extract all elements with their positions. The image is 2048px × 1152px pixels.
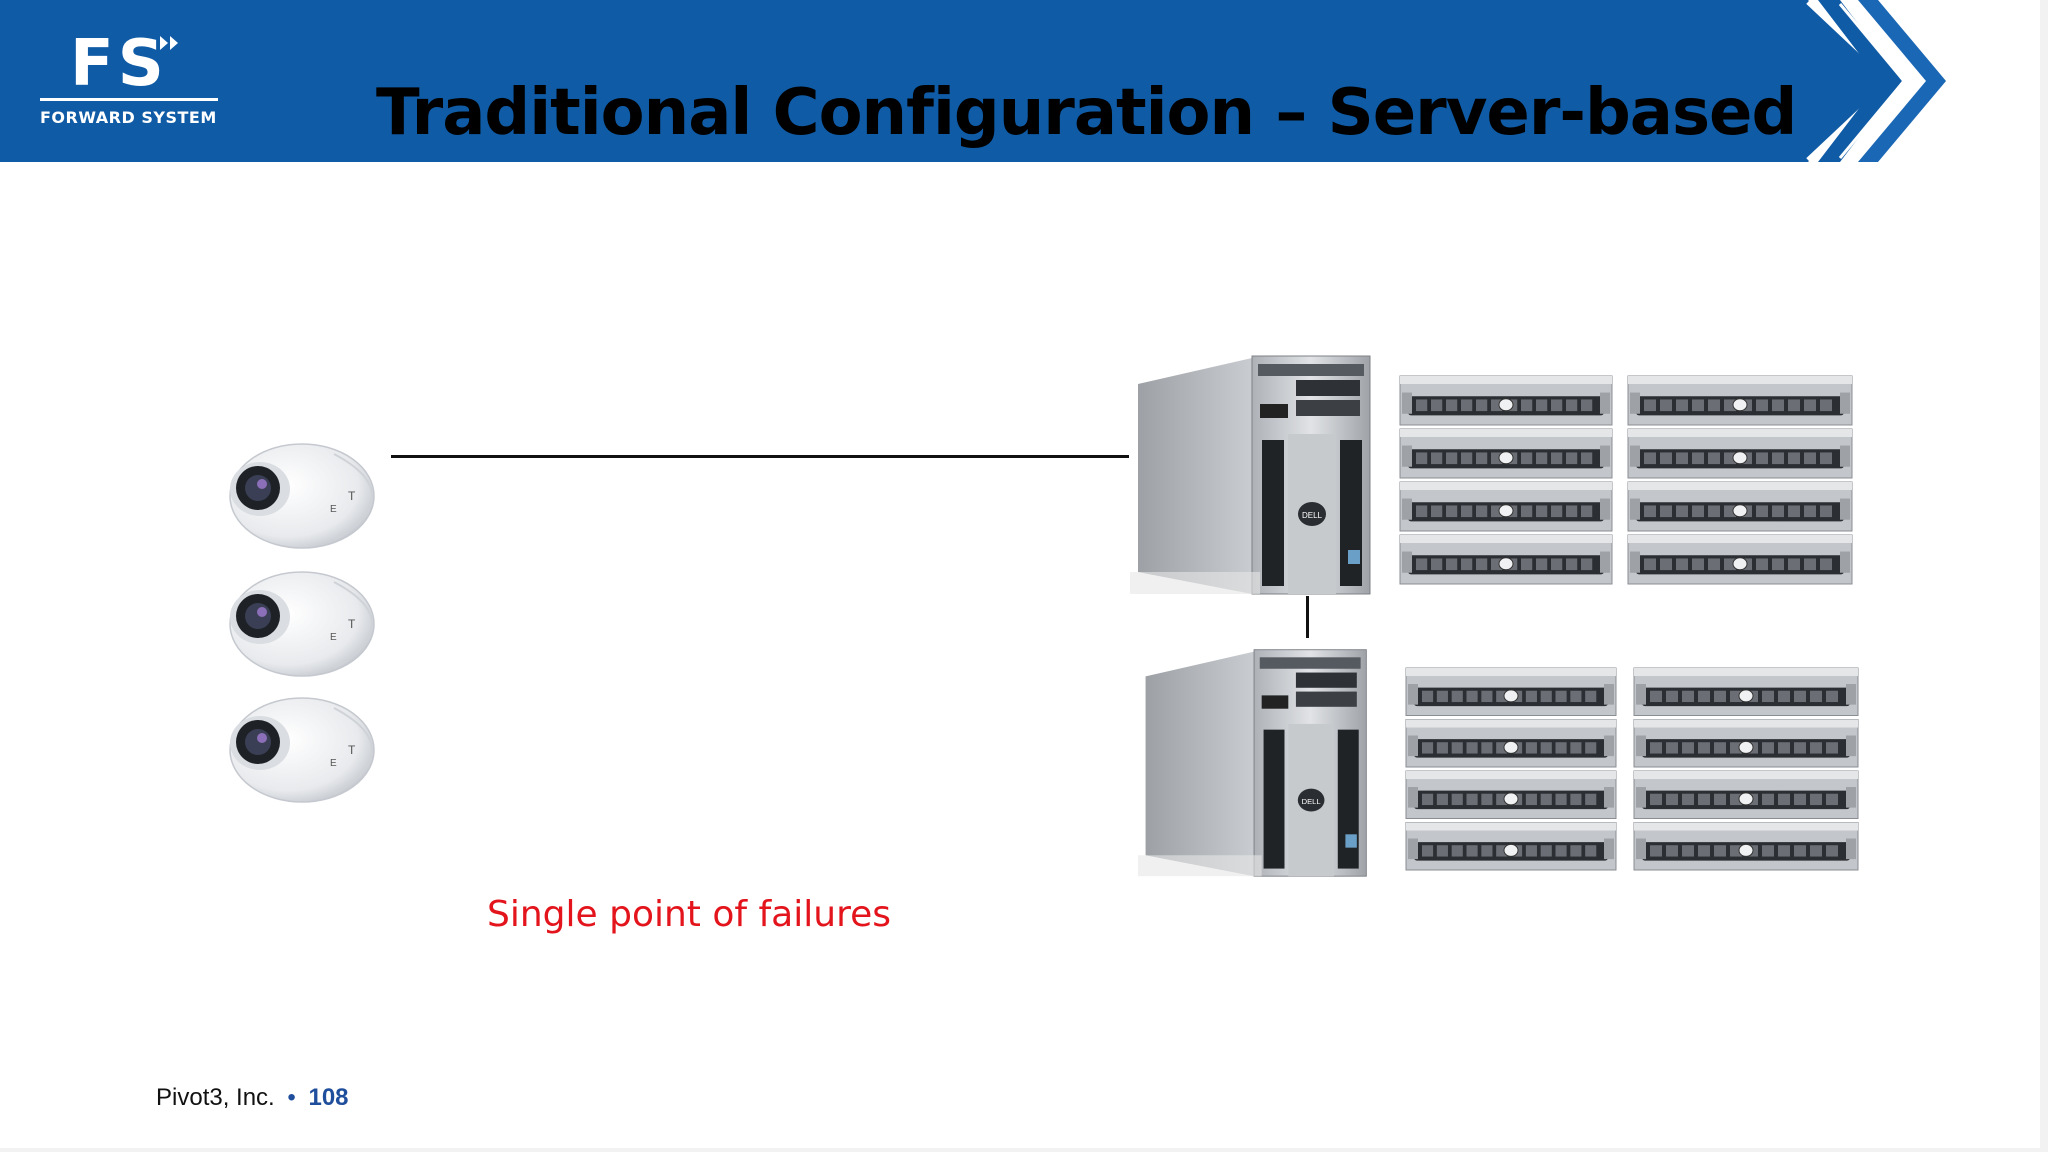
- logo-text: FORWARD SYSTEM: [40, 108, 217, 127]
- storage-array-icon: [1399, 375, 1613, 585]
- logo-rule: [40, 98, 218, 101]
- slide-edge-right: [2040, 0, 2048, 1152]
- footer-company: Pivot3, Inc.: [156, 1084, 275, 1111]
- slide-title: Traditional Configuration – Server-based: [376, 76, 1797, 150]
- server-to-server-line: [1306, 596, 1309, 638]
- logo-arrows-icon: [160, 36, 178, 50]
- svg-text:T: T: [348, 617, 356, 631]
- footer-bullet: •: [287, 1084, 296, 1111]
- footer: Pivot3, Inc. • 108: [156, 1084, 349, 1112]
- svg-text:E: E: [330, 504, 337, 515]
- svg-text:DELL: DELL: [1302, 797, 1321, 806]
- slide-edge-bottom: [0, 1148, 2048, 1152]
- storage-array-icon: [1627, 375, 1853, 585]
- svg-text:E: E: [330, 632, 337, 643]
- svg-text:DELL: DELL: [1302, 511, 1323, 520]
- security-camera-icon: T E: [229, 697, 375, 803]
- security-camera-icon: T E: [229, 571, 375, 677]
- page-number: 108: [308, 1084, 349, 1111]
- header-band: [0, 0, 1946, 162]
- security-camera-icon: T E: [229, 443, 375, 549]
- logo-mark: FS: [70, 27, 168, 101]
- tower-server-icon: DELL: [1130, 355, 1371, 595]
- failure-caption: Single point of failures: [487, 894, 891, 935]
- svg-text:E: E: [330, 758, 337, 769]
- svg-text:T: T: [348, 743, 356, 757]
- camera-to-server-line: [391, 455, 1129, 458]
- storage-array-icon: [1633, 667, 1859, 871]
- tower-server-icon: DELL: [1137, 649, 1367, 877]
- svg-text:T: T: [348, 489, 356, 503]
- storage-array-icon: [1405, 667, 1617, 871]
